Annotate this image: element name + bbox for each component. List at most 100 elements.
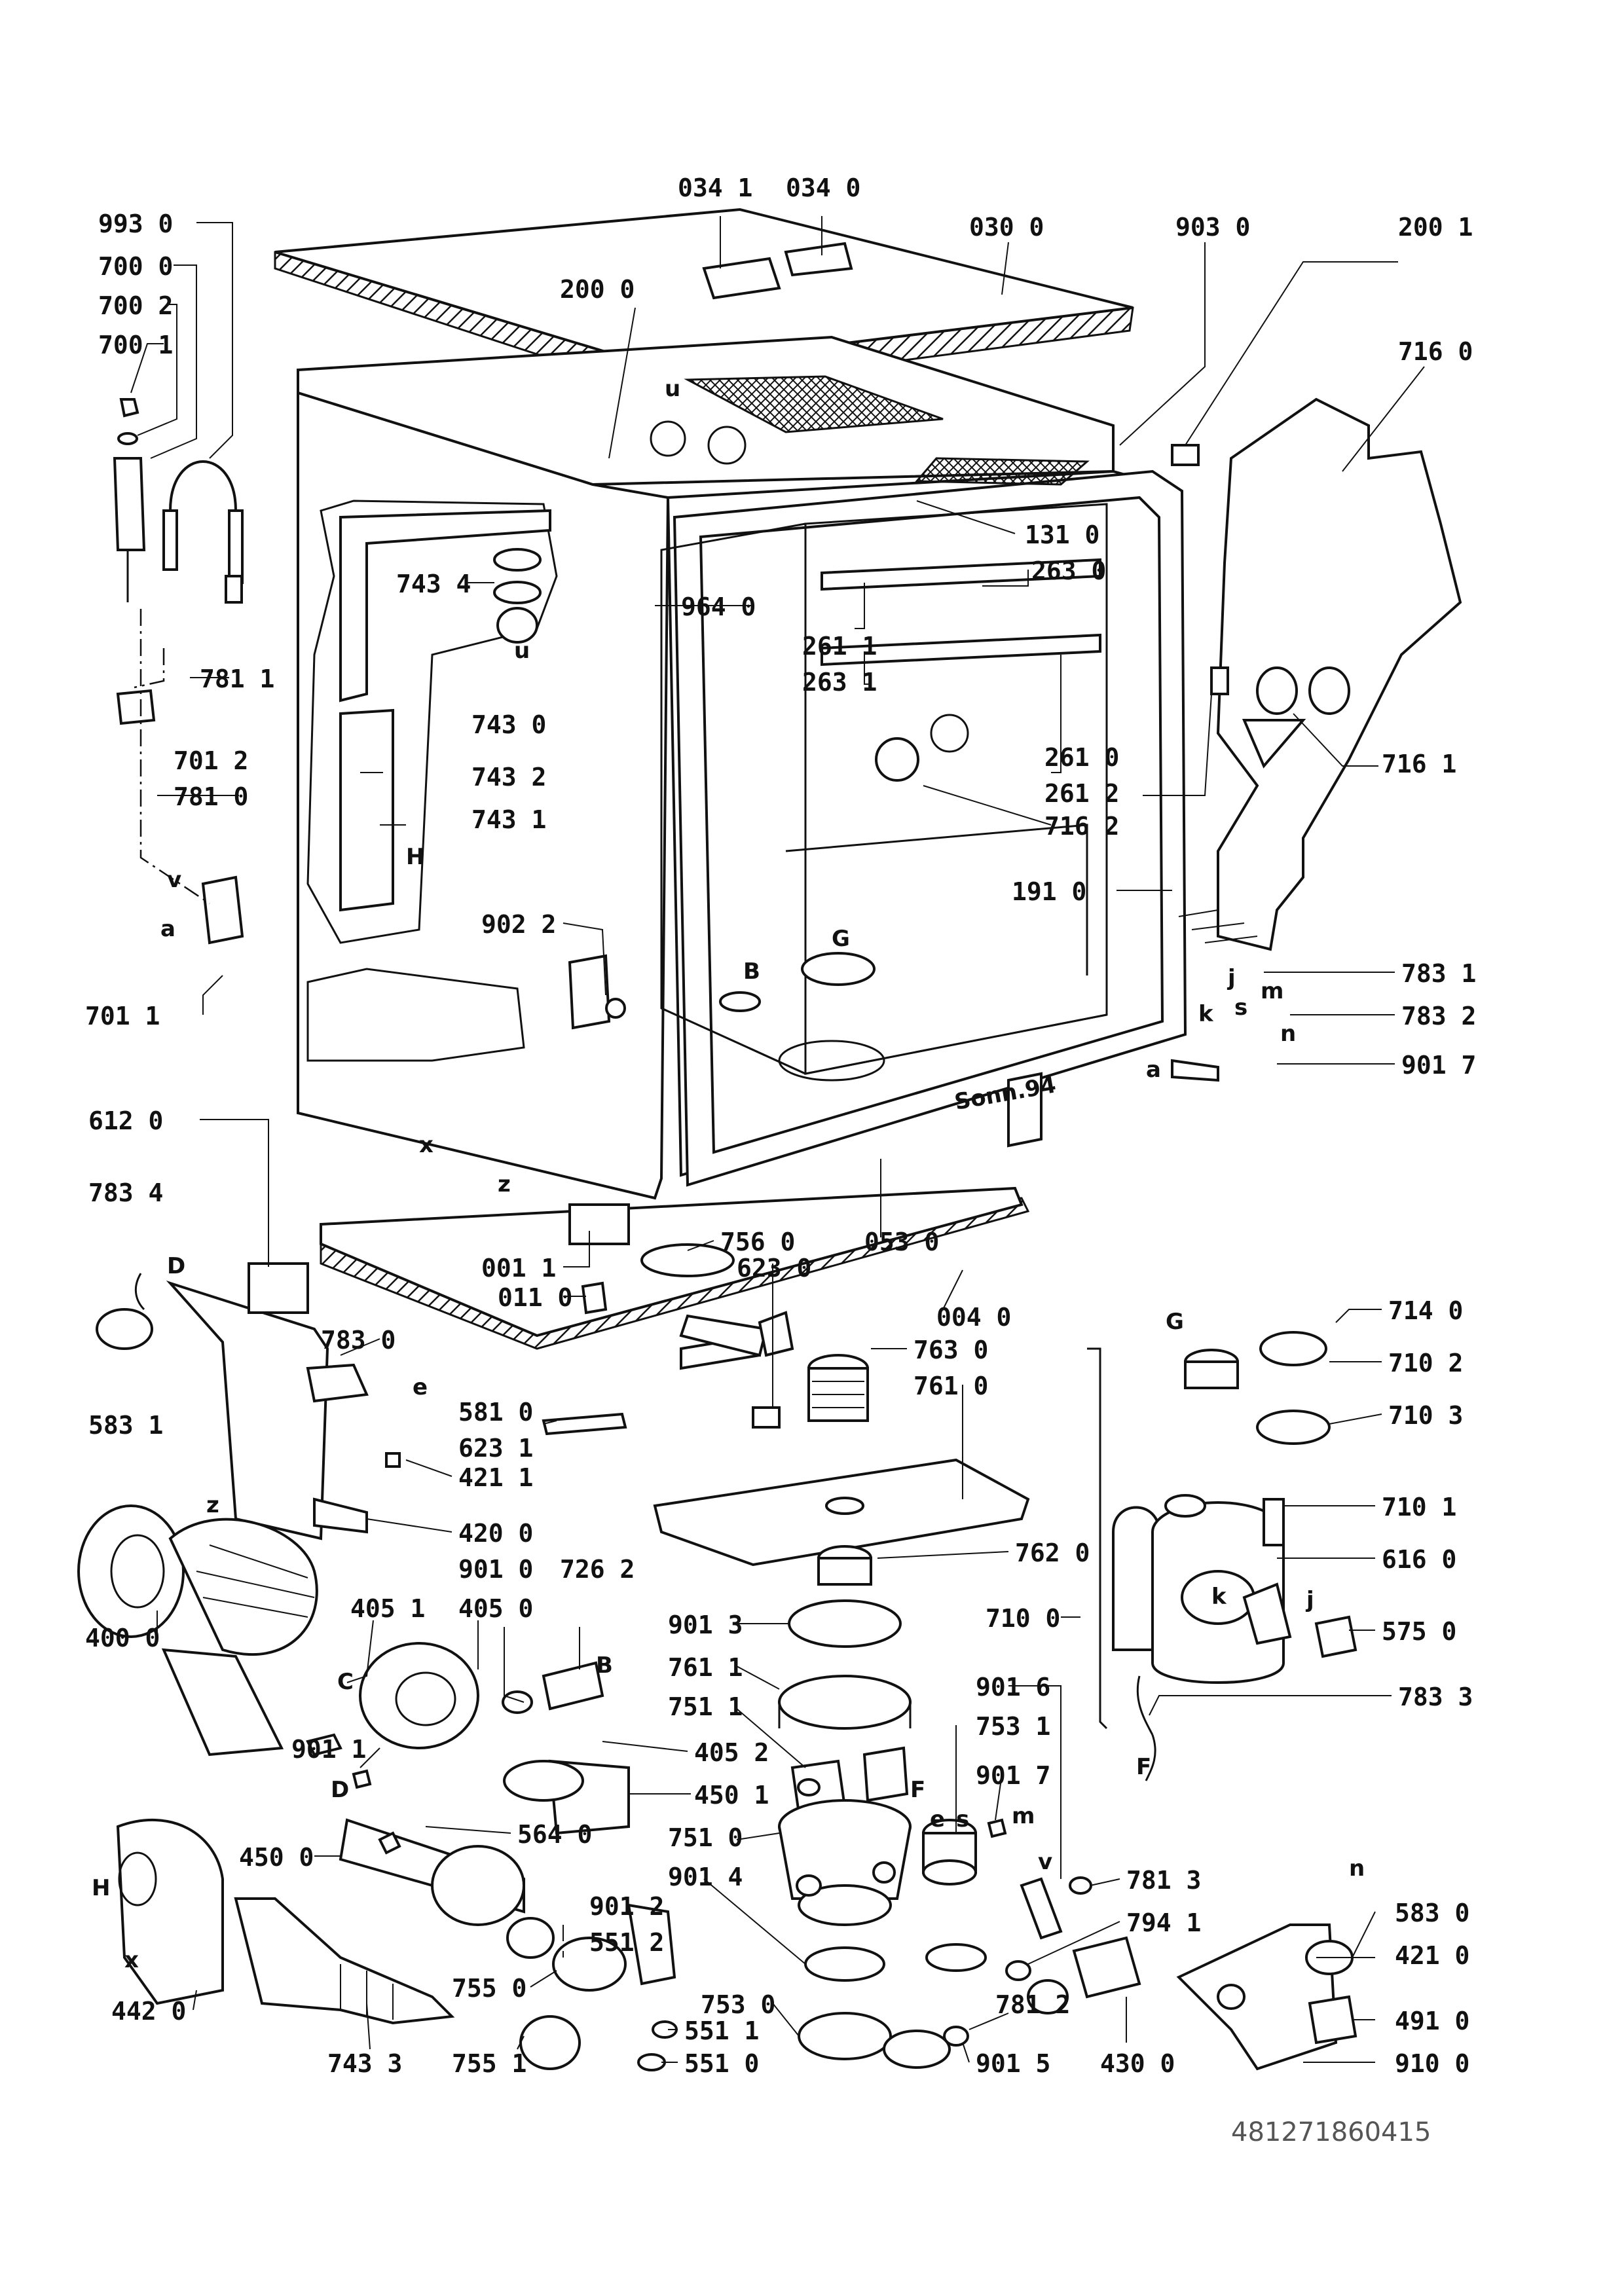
part-label: 716 2 bbox=[1044, 812, 1119, 841]
leader-lines bbox=[130, 216, 1425, 2063]
part-label: 901 5 bbox=[976, 2049, 1050, 2078]
part-label: 030 0 bbox=[969, 213, 1044, 242]
part-label: 430 0 bbox=[1100, 2049, 1175, 2078]
part-label: 564 0 bbox=[517, 1820, 592, 1849]
part-label: 583 0 bbox=[1395, 1899, 1469, 1927]
part-label: 200 0 bbox=[560, 275, 635, 304]
connector-letter: D bbox=[167, 1253, 185, 1279]
connector-letter: a bbox=[1146, 1057, 1161, 1083]
connector-letter: u bbox=[665, 376, 680, 402]
part-label: 783 2 bbox=[1401, 1002, 1476, 1030]
part-label: 755 1 bbox=[452, 2049, 526, 2078]
part-label: 903 0 bbox=[1175, 213, 1250, 242]
connector-letter: B bbox=[743, 958, 760, 985]
part-label: 405 2 bbox=[694, 1738, 769, 1767]
connector-letter: s bbox=[956, 1806, 969, 1832]
part-label: 743 2 bbox=[471, 763, 546, 792]
part-label: 612 0 bbox=[88, 1106, 163, 1135]
part-label: 261 1 bbox=[802, 632, 877, 661]
part-label: 751 1 bbox=[668, 1692, 743, 1721]
part-label: 034 0 bbox=[786, 173, 860, 202]
connector-letter: G bbox=[1166, 1309, 1184, 1335]
left-lower-parts bbox=[77, 1262, 678, 2071]
connector-letter: D bbox=[331, 1777, 349, 1803]
connector-letter: a bbox=[160, 916, 175, 942]
part-label: 901 0 bbox=[458, 1555, 533, 1584]
part-label: 783 3 bbox=[1398, 1683, 1473, 1711]
part-label: 701 2 bbox=[174, 746, 248, 775]
part-label: 755 0 bbox=[452, 1974, 526, 2003]
water-softener-assembly bbox=[1087, 1331, 1357, 1781]
part-label: 710 1 bbox=[1382, 1493, 1456, 1522]
part-label: 400 0 bbox=[85, 1624, 160, 1652]
part-label: 551 1 bbox=[684, 2016, 759, 2045]
part-label: 710 3 bbox=[1388, 1401, 1463, 1430]
part-label: 753 1 bbox=[976, 1712, 1050, 1741]
part-label: 783 1 bbox=[1401, 959, 1476, 988]
connector-letter: z bbox=[206, 1492, 219, 1518]
part-label: 263 1 bbox=[802, 668, 877, 697]
part-label: 581 0 bbox=[458, 1398, 533, 1427]
part-label: 710 0 bbox=[986, 1604, 1060, 1633]
connector-letter: j bbox=[1227, 965, 1236, 991]
part-label: 901 4 bbox=[668, 1863, 743, 1891]
part-label: 623 0 bbox=[737, 1254, 811, 1283]
connector-letter: C bbox=[337, 1669, 354, 1695]
connector-letter: H bbox=[406, 844, 424, 870]
part-label: 261 0 bbox=[1044, 743, 1119, 772]
part-label: 756 0 bbox=[720, 1228, 795, 1256]
connector-letter: k bbox=[1211, 1584, 1227, 1610]
connector-letter: H bbox=[92, 1875, 110, 1901]
part-label: 910 0 bbox=[1395, 2049, 1469, 2078]
part-label: 781 2 bbox=[995, 1990, 1070, 2019]
part-label: 901 7 bbox=[976, 1761, 1050, 1790]
part-label: 004 0 bbox=[936, 1303, 1011, 1332]
connector-letter: G bbox=[832, 926, 850, 952]
part-label: 716 0 bbox=[1398, 337, 1473, 366]
connector-letter: v bbox=[1038, 1849, 1052, 1875]
connector-letter: e bbox=[930, 1806, 945, 1832]
part-label: 726 2 bbox=[560, 1555, 635, 1584]
part-label: 993 0 bbox=[98, 210, 173, 238]
part-label: 450 0 bbox=[239, 1843, 314, 1872]
part-label: 751 0 bbox=[668, 1823, 743, 1852]
connector-letter: B bbox=[596, 1652, 613, 1679]
connector-letter: m bbox=[1261, 978, 1283, 1004]
connector-letter: m bbox=[1012, 1803, 1035, 1829]
part-label: 421 1 bbox=[458, 1463, 533, 1492]
part-label: 743 1 bbox=[471, 805, 546, 834]
part-label: 763 0 bbox=[913, 1336, 988, 1364]
connector-letter: k bbox=[1198, 1001, 1214, 1027]
part-label: 700 1 bbox=[98, 331, 173, 359]
part-label: 421 0 bbox=[1395, 1941, 1469, 1970]
connector-letter: n bbox=[1280, 1021, 1296, 1047]
part-label: 743 4 bbox=[396, 570, 471, 598]
part-label: 011 0 bbox=[498, 1283, 572, 1312]
part-label: 783 0 bbox=[321, 1326, 396, 1355]
cabinet-drawing: Sonn.94 bbox=[274, 208, 1187, 1350]
connector-letter: e bbox=[413, 1374, 428, 1400]
connector-letter: j bbox=[1305, 1587, 1314, 1613]
part-label: 783 4 bbox=[88, 1178, 163, 1207]
part-number-labels: 993 0 700 0 700 2 700 1 034 1 034 0 030 … bbox=[85, 173, 1476, 2078]
part-label: 053 0 bbox=[864, 1228, 939, 1256]
part-label: 442 0 bbox=[111, 1997, 186, 2026]
center-lower-parts bbox=[542, 1311, 1357, 2071]
part-label: 761 1 bbox=[668, 1653, 743, 1682]
connector-letter: x bbox=[124, 1947, 139, 1973]
part-label: 794 1 bbox=[1126, 1908, 1201, 1937]
part-label: 575 0 bbox=[1382, 1617, 1456, 1646]
part-label: 781 0 bbox=[174, 782, 248, 811]
part-label: 964 0 bbox=[681, 592, 756, 621]
part-label: 700 2 bbox=[98, 291, 173, 320]
part-label: 034 1 bbox=[678, 173, 752, 202]
part-label: 781 1 bbox=[200, 665, 274, 693]
part-label: 405 0 bbox=[458, 1594, 533, 1623]
part-label: 743 3 bbox=[327, 2049, 402, 2078]
connector-letter: v bbox=[167, 867, 181, 893]
part-label: 902 2 bbox=[481, 910, 556, 939]
part-label: 551 0 bbox=[684, 2049, 759, 2078]
part-label: 491 0 bbox=[1395, 2007, 1469, 2035]
connector-letter: F bbox=[1136, 1754, 1151, 1780]
